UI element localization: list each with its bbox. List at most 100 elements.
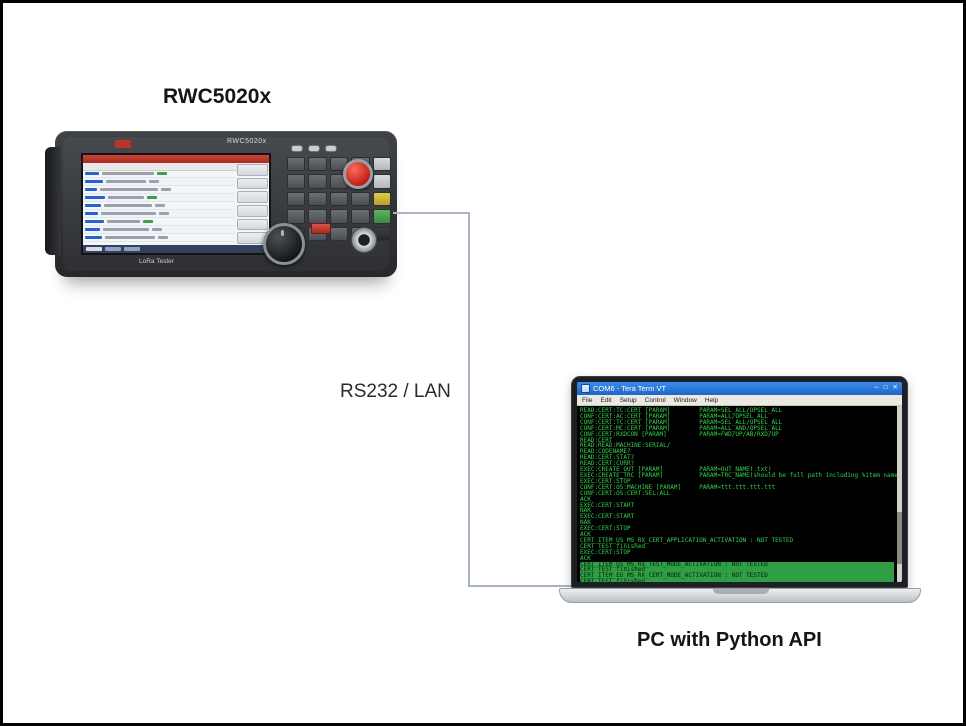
device-screen-row [83, 178, 235, 186]
device-screen [81, 153, 271, 255]
terminal-line: CERT_ITEM_EU_MS_RX_CERT_MODE_ACTIVATION … [580, 573, 894, 580]
device-caption: RWC5020x [163, 85, 272, 108]
keypad-key[interactable] [351, 209, 370, 224]
terminal-line: CONF:CERT:RXDCON [PARAM] PARAM=FWD/UP/AB… [580, 430, 779, 438]
terminal-line: NAK [580, 519, 591, 527]
device-screen-row [83, 234, 235, 242]
terminal-line: EXEC:CERT:START [580, 501, 635, 509]
terminal-line: CERT_ITEM_US_MS_RX_CERT_APPLICATION_ACTI… [580, 536, 794, 544]
terminal-line: CERT TEST finished [580, 579, 894, 582]
keypad-key[interactable] [372, 174, 391, 189]
device-model-label: RWC5020x [227, 138, 267, 145]
device-softkey[interactable] [237, 164, 268, 176]
connection-line-bottom [468, 585, 575, 587]
terminal-line: READ:CERT:CURR? [580, 460, 635, 468]
terminal-line: READ:CERT:TC:CERT [PARAM] PARAM=SEL_ALL/… [580, 407, 783, 414]
device-handle [45, 147, 61, 255]
menu-item-control[interactable]: Control [644, 396, 666, 404]
maximize-button[interactable]: □ [883, 384, 888, 392]
keypad-key[interactable] [308, 174, 327, 189]
rf-on-off-button[interactable] [311, 223, 331, 234]
menu-item-edit[interactable]: Edit [600, 396, 612, 404]
keypad-key[interactable] [287, 174, 306, 189]
keypad-key[interactable] [287, 157, 306, 172]
terminal-main: READ:CERT:TC:CERT [PARAM] PARAM=SEL_ALL/… [577, 406, 902, 582]
terminal-line: CONF:CERT:OS:CERT:SEL:ALL [580, 489, 671, 497]
device-screen-titlebar [83, 155, 269, 163]
rotary-knob[interactable] [263, 223, 305, 265]
device-softkey[interactable] [237, 191, 268, 204]
terminal-line: EXEC:CREATE_OUT [PARAM] PARAM=OUT_NAME(.… [580, 466, 772, 474]
terminal-line: EXEC:CREATE_TRC [PARAM] PARAM=TRC_NAME(s… [580, 471, 897, 479]
rwc5020x-device: RWC5020x LoRa Tester [45, 131, 397, 277]
laptop-base [559, 588, 921, 603]
terminal-line: CERT TEST finished [580, 567, 894, 574]
keypad-key[interactable] [329, 226, 349, 241]
terminal-line: CONF:CERT:MC:CERT [PARAM] PARAM=ALL_AND/… [580, 424, 783, 432]
device-bottom-label: LoRa Tester [139, 258, 174, 265]
menu-item-help[interactable]: Help [704, 396, 719, 404]
menu-item-window[interactable]: Window [673, 396, 697, 404]
terminal-output[interactable]: READ:CERT:TC:CERT [PARAM] PARAM=SEL_ALL/… [577, 406, 897, 582]
device-screen-row [83, 202, 235, 210]
keypad-key[interactable] [287, 191, 306, 207]
device-softkey[interactable] [237, 205, 268, 217]
terminal-line: READ:CERT:STAT? [580, 454, 635, 462]
terminal-line: CONF:CERT:AC:CERT [PARAM] PARAM=ALL/OPSE… [580, 412, 768, 420]
keypad-key[interactable] [287, 209, 306, 224]
device-softkey[interactable] [237, 218, 268, 231]
device-screen-row [83, 226, 235, 234]
device-softkey[interactable] [237, 177, 268, 190]
keypad-key[interactable] [372, 157, 391, 172]
menu-item-setup[interactable]: Setup [619, 396, 637, 404]
keypad-key[interactable] [329, 191, 349, 207]
connection-label: RS232 / LAN [340, 381, 451, 402]
terminal-line: EXEC:CERT:START [580, 513, 635, 521]
menu-item-file[interactable]: File [582, 396, 593, 404]
laptop-base-notch [713, 589, 769, 594]
device-screen-row [83, 218, 235, 226]
keypad-key[interactable] [308, 209, 327, 224]
device-screen-subheader [83, 163, 269, 171]
scrollbar-thumb[interactable] [897, 511, 902, 565]
device-screen-table [83, 170, 235, 245]
rf-connector [351, 227, 377, 253]
terminal-line: NAK [580, 507, 591, 515]
terminal-line: CONF:CERT:TC:CERT [PARAM] PARAM=SEL_ALL/… [580, 418, 783, 426]
close-button[interactable]: ✕ [892, 384, 898, 392]
brand-logo [115, 140, 131, 148]
terminal-titlebar[interactable]: COM6 - Tera Term VT ─ □ ✕ [577, 382, 902, 395]
terminal-title: COM6 - Tera Term VT [593, 384, 667, 393]
keypad-key[interactable] [372, 209, 391, 224]
terminal-line: READ:CODENAME? [580, 448, 631, 456]
terminal-scrollbar[interactable] [897, 406, 902, 582]
device-screen-row [83, 194, 235, 202]
terminal-line: EXEC:CERT:STOP [580, 548, 631, 556]
connection-line-top [393, 212, 470, 214]
terminal-line: ACK [580, 495, 591, 503]
device-screen-row [83, 210, 235, 218]
terminal-line: READ:READ:MACHINE:SERIAL/ [580, 442, 671, 450]
keypad-key[interactable] [372, 191, 391, 207]
terminal-menubar: File Edit Setup Control Window Help [577, 395, 902, 406]
keypad-key[interactable] [329, 209, 349, 224]
device-screen-row [83, 186, 235, 194]
power-button[interactable] [343, 159, 373, 189]
device-screen-softkeys [237, 164, 268, 245]
terminal-line: READ:CERT [580, 436, 613, 444]
terminal-line: CONF:CERT:OS:MACHINE [PARAM] PARAM=ttt.t… [580, 483, 776, 491]
keypad-key[interactable] [351, 191, 370, 207]
keypad-key[interactable] [308, 157, 327, 172]
terminal-app-icon [581, 384, 590, 393]
minimize-button[interactable]: ─ [874, 384, 879, 392]
window-controls: ─ □ ✕ [874, 385, 898, 392]
pc-caption: PC with Python API [637, 629, 822, 651]
terminal-line: ACK [580, 531, 591, 539]
keypad-key[interactable] [308, 191, 327, 207]
terminal-line: CERT TEST finished [580, 542, 646, 550]
device-screen-statusbar [83, 245, 269, 253]
device-screen-row [83, 170, 235, 178]
device-keypad [287, 157, 391, 241]
